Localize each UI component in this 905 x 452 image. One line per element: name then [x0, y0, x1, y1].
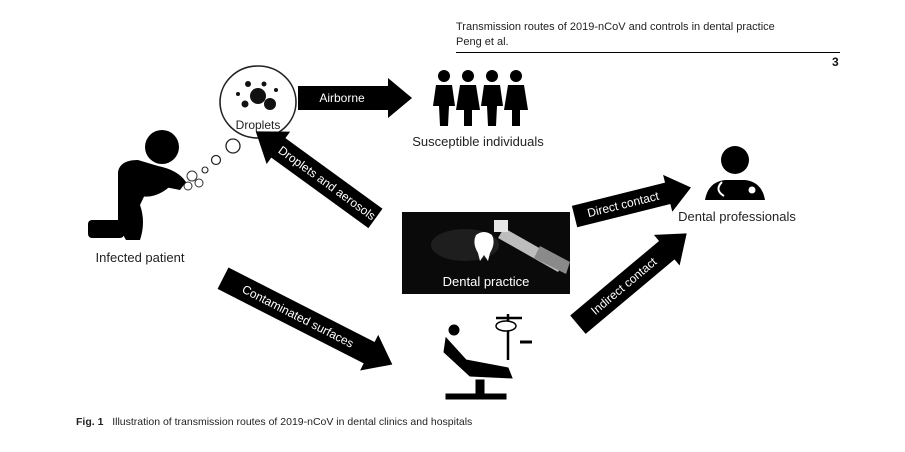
dental-practice-image: Dental practice: [402, 212, 570, 294]
header-rule: [456, 52, 840, 53]
droplets-label: Droplets: [236, 118, 281, 132]
running-title: Transmission routes of 2019-nCoV and con…: [456, 21, 775, 33]
contaminated-surfaces-arrow: Contaminated surfaces: [217, 267, 393, 371]
cough-puff-icon: [183, 170, 204, 191]
tooth-icon: [474, 232, 494, 261]
contaminated-surfaces-arrow-label: Contaminated surfaces: [240, 282, 356, 350]
indirect-contact-arrow: Indirect contact: [570, 233, 687, 334]
airborne-arrow: Airborne: [298, 78, 412, 118]
authors: Peng et al.: [456, 36, 509, 48]
droplets-bubble: Droplets: [201, 65, 297, 174]
airborne-arrow-label: Airborne: [319, 91, 365, 105]
dental-professionals-label: Dental professionals: [678, 209, 796, 224]
figure-caption-label: Fig. 1: [76, 416, 104, 428]
droplets-icon: [236, 81, 278, 110]
dental-practice-label: Dental practice: [443, 274, 530, 289]
dental-chair-icon: [443, 314, 532, 400]
figure-caption-text: Illustration of transmission routes of 2…: [112, 416, 473, 428]
dental-professional-icon: [705, 146, 765, 200]
indirect-contact-arrow-label: Indirect contact: [588, 254, 660, 317]
dental-drill-icon: [494, 220, 570, 274]
direct-contact-arrow: Direct contact: [571, 174, 691, 228]
susceptible-individuals-icon: [433, 70, 528, 126]
susceptible-individuals-label: Susceptible individuals: [412, 134, 544, 149]
droplets-aerosols-arrow: Droplets and aerosols: [255, 131, 383, 229]
infected-patient-label: Infected patient: [96, 250, 185, 265]
page-number: 3: [832, 55, 839, 69]
droplets-aerosols-arrow-label: Droplets and aerosols: [276, 143, 379, 223]
figure-caption: Fig. 1 Illustration of transmission rout…: [76, 416, 472, 428]
infected-patient-icon: [88, 130, 186, 240]
